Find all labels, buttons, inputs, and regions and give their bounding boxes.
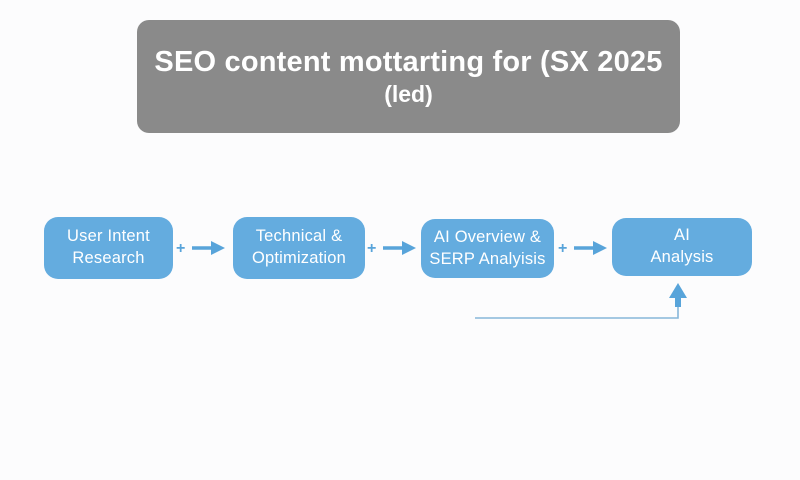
flow-node-label: AI Analysis — [650, 226, 714, 266]
arrow-right-icon — [383, 241, 417, 255]
flow-node-label: AI Overview & SERP Analyisis — [429, 227, 546, 268]
connector-2: + — [367, 234, 417, 262]
flow-node-label: Technical & Optimization — [251, 227, 347, 267]
flow-node-technical-optimization: Technical & Optimization — [233, 217, 365, 279]
arrow-right-icon — [192, 241, 226, 255]
plus-icon: + — [367, 240, 377, 257]
flow-node-label: User Intent Research — [67, 227, 150, 267]
page-title: SEO content mottarting for (SX 2025 — [154, 45, 663, 78]
connector-1: + — [176, 234, 226, 262]
flow-node-ai-analysis: AI Analysis — [612, 218, 752, 276]
page-subtitle: (led) — [384, 80, 433, 107]
plus-icon: + — [558, 240, 568, 257]
plus-icon: + — [176, 240, 186, 257]
flow-node-user-intent-research: User Intent Research — [44, 217, 173, 279]
connector-3: + — [558, 234, 608, 262]
arrow-right-icon — [574, 241, 608, 255]
feedback-arrow-icon — [475, 283, 687, 319]
title-box: SEO content mottarting for (SX 2025 (led… — [137, 20, 680, 133]
flow-node-ai-overview-serp: AI Overview & SERP Analyisis — [421, 219, 554, 278]
